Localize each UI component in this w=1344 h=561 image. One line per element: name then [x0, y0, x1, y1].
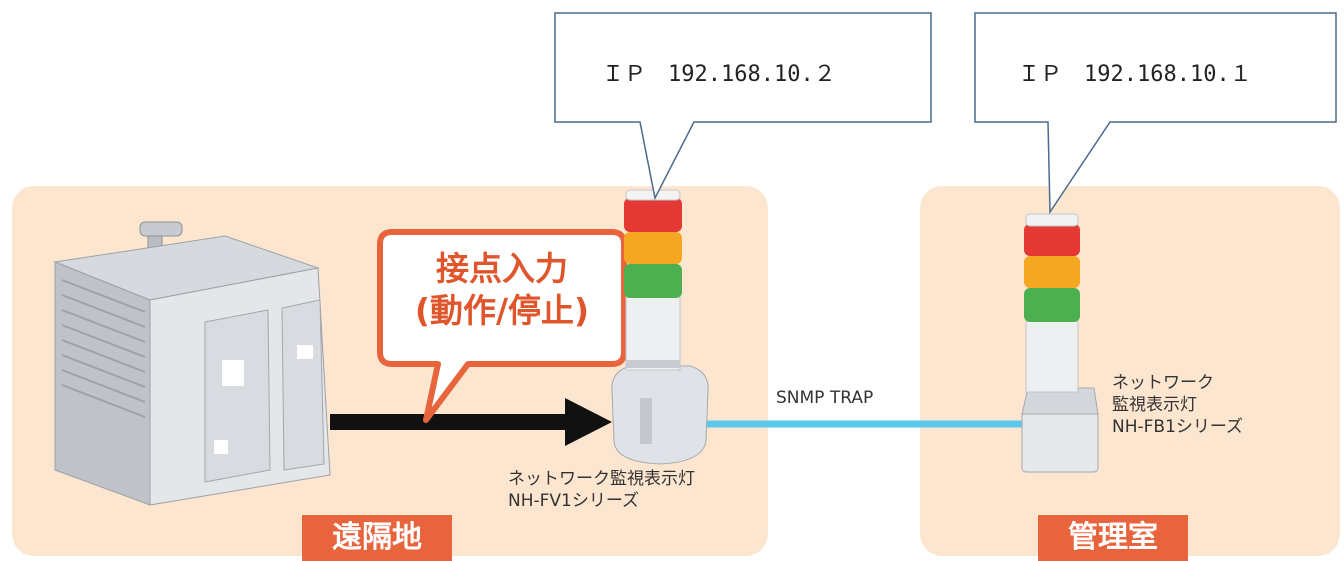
contact-input-line2: (動作/停止): [414, 291, 590, 330]
ip-management-text: ＩＰ 192.168.10.１: [1018, 62, 1252, 87]
mgmt-light-model: NH-FB1シリーズ: [1112, 417, 1244, 437]
remote-light-name: ネットワーク監視表示灯: [508, 469, 695, 489]
mgmt-light-name-2: 監視表示灯: [1112, 395, 1197, 415]
contact-input-line1: 接点入力: [436, 249, 568, 288]
remote-light-caption: ネットワーク監視表示灯 NH-FV1シリーズ: [508, 468, 695, 512]
remote-signal-tower-icon: [611, 189, 709, 465]
management-room-label: 管理室: [1038, 515, 1188, 561]
remote-site-label: 遠隔地: [302, 515, 452, 561]
remote-light-model: NH-FV1シリーズ: [508, 491, 640, 511]
contact-input-label: 接点入力 (動作/停止): [382, 248, 622, 332]
snmp-trap-label: SNMP TRAP: [776, 388, 874, 408]
mgmt-light-caption: ネットワーク 監視表示灯 NH-FB1シリーズ: [1112, 372, 1243, 438]
contact-arrow: [330, 398, 612, 446]
mgmt-light-name-1: ネットワーク: [1112, 373, 1214, 393]
contact-input-bubble: [377, 229, 627, 423]
generator-icon: [53, 221, 331, 506]
management-signal-tower-icon: [1021, 213, 1099, 473]
management-room-panel: [920, 186, 1340, 556]
ip-callout-management: [974, 12, 1337, 215]
ip-callout-remote: [554, 12, 932, 201]
ip-remote-text: ＩＰ 192.168.10.２: [602, 62, 836, 87]
